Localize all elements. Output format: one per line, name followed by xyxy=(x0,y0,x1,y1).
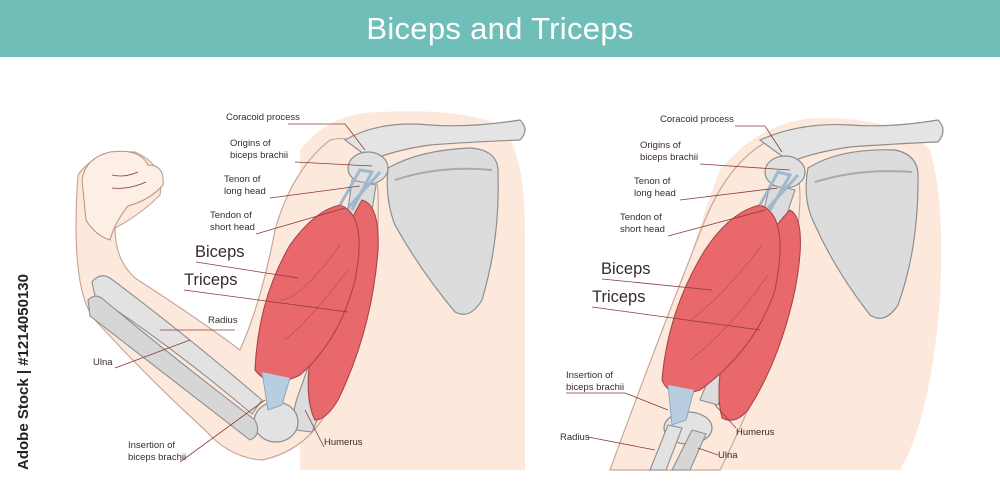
left-label-humerus: Humerus xyxy=(324,437,363,448)
left-label-tenon-1: Tenon of xyxy=(224,174,261,185)
right-label-triceps: Triceps xyxy=(592,288,645,306)
left-label-coracoid: Coracoid process xyxy=(226,112,300,123)
left-label-tenon-2: long head xyxy=(224,186,266,197)
left-arm-figure xyxy=(76,111,525,470)
right-label-origins-1: Origins of xyxy=(640,140,681,151)
right-label-insertion-1: Insertion of xyxy=(566,370,613,381)
right-arm-figure xyxy=(610,118,943,470)
left-label-triceps: Triceps xyxy=(184,271,237,289)
left-label-origins-1: Origins of xyxy=(230,138,271,149)
right-label-tenon-1: Tenon of xyxy=(634,176,671,187)
right-label-insertion-2: biceps brachii xyxy=(566,382,624,393)
left-label-biceps: Biceps xyxy=(195,243,245,261)
left-label-origins-2: biceps brachii xyxy=(230,150,288,161)
left-label-insertion-2: biceps brachii xyxy=(128,452,186,463)
right-label-coracoid: Coracoid process xyxy=(660,114,734,125)
right-label-tendon-1: Tendon of xyxy=(620,212,662,223)
right-label-origins-2: biceps brachii xyxy=(640,152,698,163)
left-label-tendon-1: Tendon of xyxy=(210,210,252,221)
left-label-tendon-2: short head xyxy=(210,222,255,233)
left-label-insertion-1: Insertion of xyxy=(128,440,175,451)
right-label-ulna: Ulna xyxy=(718,450,738,461)
right-label-tendon-2: short head xyxy=(620,224,665,235)
right-label-radius: Radius xyxy=(560,432,590,443)
right-label-biceps: Biceps xyxy=(601,260,651,278)
left-label-ulna: Ulna xyxy=(93,357,113,368)
right-label-tenon-2: long head xyxy=(634,188,676,199)
right-label-humerus: Humerus xyxy=(736,427,775,438)
left-label-radius: Radius xyxy=(208,315,238,326)
left-elbow-joint xyxy=(254,402,298,442)
